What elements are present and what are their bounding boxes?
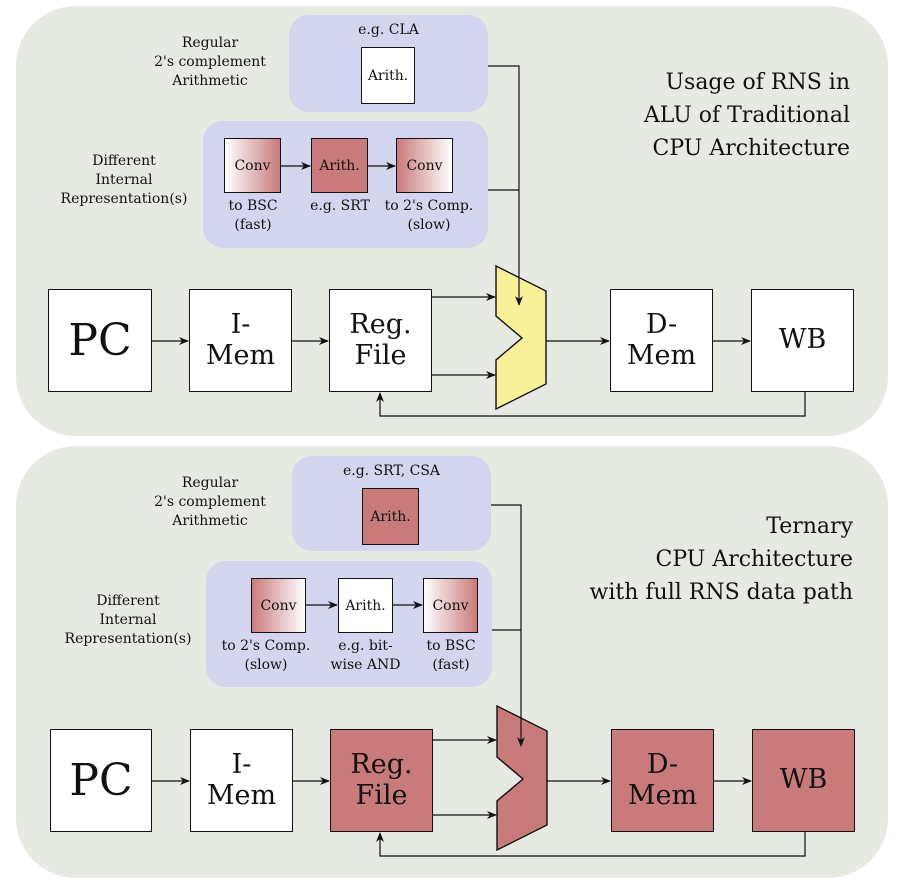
top-conv2-caption: to 2's Comp.(slow) xyxy=(384,198,474,233)
top-pc-box: PC xyxy=(48,289,152,392)
bottom-regular-arith-box: Arith. xyxy=(362,488,419,545)
bottom-pc-box: PC xyxy=(50,729,152,832)
top-dmem-box: D-Mem xyxy=(610,289,713,392)
bottom-conv-to-2s-box: Conv xyxy=(251,578,306,633)
top-arith-caption: e.g. SRT xyxy=(310,198,370,214)
top-regfile-box: Reg.File xyxy=(329,289,432,392)
bottom-imem-box: I-Mem xyxy=(190,729,293,832)
top-conv-to-bsc-box: Conv xyxy=(224,138,281,193)
bottom-conv-to-bsc-box: Conv xyxy=(423,578,478,633)
top-conv-to-2s-box: Conv xyxy=(396,138,453,193)
top-regular-example: e.g. CLA xyxy=(358,22,419,38)
top-imem-box: I-Mem xyxy=(189,289,292,392)
bottom-wb-box: WB xyxy=(752,729,855,832)
bottom-conv1-caption: to 2's Comp.(slow) xyxy=(221,638,311,673)
top-arith-box: Arith. xyxy=(311,138,368,193)
bottom-dmem-box: D-Mem xyxy=(611,729,714,832)
bottom-arith-caption: e.g. bit-wise AND xyxy=(330,638,401,673)
bottom-arith-box: Arith. xyxy=(338,578,393,633)
top-regular-arith-box: Arith. xyxy=(361,47,415,104)
bottom-regfile-box: Reg.File xyxy=(330,729,433,832)
top-conv1-caption: to BSC(fast) xyxy=(228,198,278,233)
bottom-conv2-caption: to BSC(fast) xyxy=(426,638,476,673)
top-wb-box: WB xyxy=(751,289,854,392)
bottom-regular-example: e.g. SRT, CSA xyxy=(342,463,441,479)
